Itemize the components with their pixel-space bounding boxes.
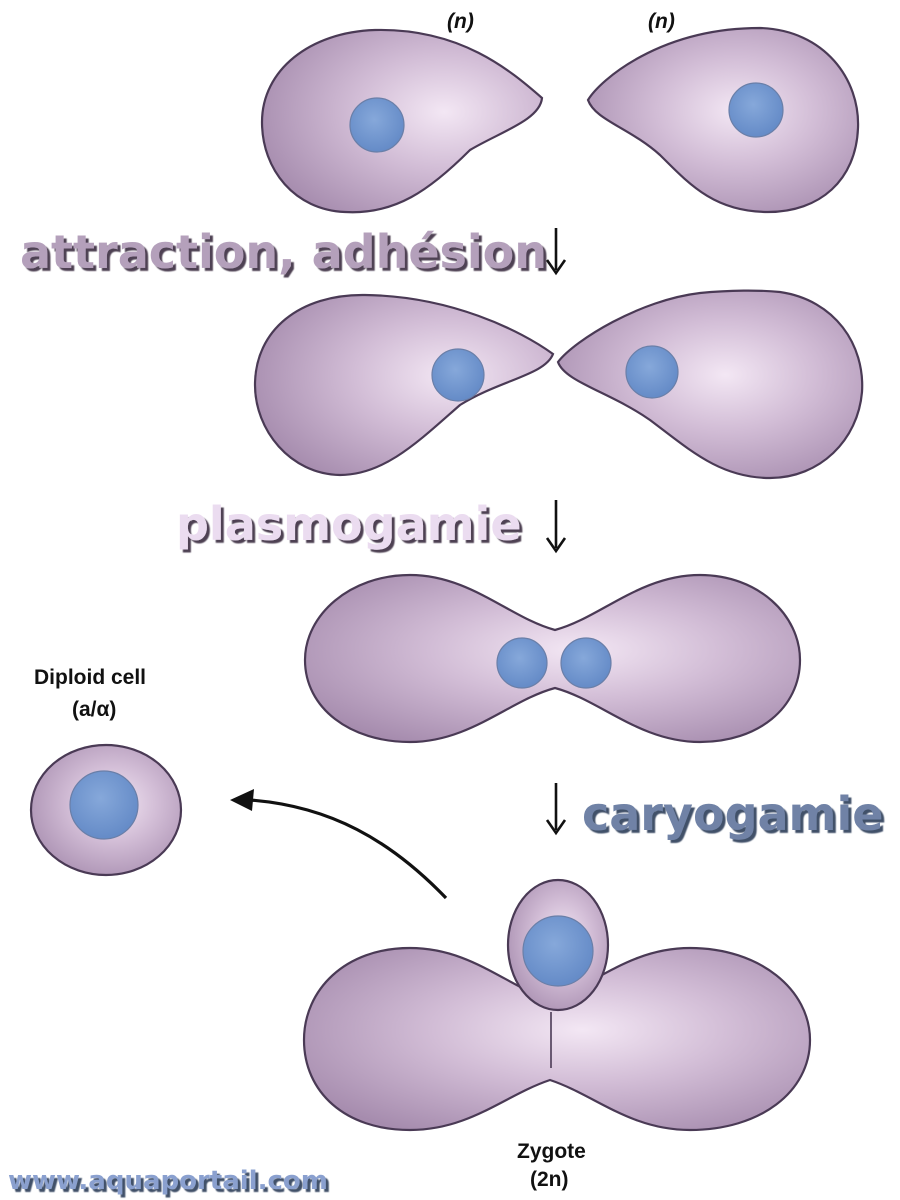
- arrow-down-icon: [545, 228, 567, 276]
- haploid-nucleus-right: [728, 82, 784, 138]
- stage4-zygote: Zygote (2n): [302, 878, 812, 1191]
- adhering-cell-right: [556, 289, 864, 480]
- label-diploid-genotype: (a/α): [72, 698, 116, 721]
- step-label-caryogamie: caryogamie: [582, 787, 883, 841]
- arrow-down-icon: [545, 783, 567, 836]
- label-diploid-cell: Diploid cell: [34, 666, 146, 689]
- label-haploid-left: (n): [447, 10, 474, 33]
- diploid-cell-group: Diploid cell (a/α): [29, 666, 183, 877]
- stage2-adhesion: [253, 289, 864, 480]
- arrow-down-icon: [545, 500, 567, 554]
- label-zygote-ploidy: (2n): [530, 1168, 569, 1191]
- stage3-plasmogamy: [303, 573, 802, 744]
- zygote-nucleus: [522, 915, 594, 987]
- curved-arrow-icon: [230, 789, 448, 900]
- stage1-haploid-cells: (n) (n): [260, 10, 860, 214]
- step-label-plasmogamie: plasmogamie: [176, 497, 522, 551]
- fused-nucleus-left: [496, 637, 548, 689]
- adhering-nucleus-right: [625, 345, 679, 399]
- adhering-cell-left: [253, 293, 555, 477]
- adhering-nucleus-left: [431, 348, 485, 402]
- diploid-nucleus: [69, 770, 139, 840]
- haploid-nucleus-left: [349, 97, 405, 153]
- fused-cell: [303, 573, 802, 744]
- fused-nucleus-right: [560, 637, 612, 689]
- step-label-attraction-adhesion: attraction, adhésion: [20, 225, 547, 279]
- label-zygote: Zygote: [517, 1140, 586, 1163]
- label-haploid-right: (n): [648, 10, 675, 33]
- haploid-cell-right: [586, 26, 860, 214]
- watermark-url[interactable]: www.aquaportail.com: [8, 1166, 328, 1196]
